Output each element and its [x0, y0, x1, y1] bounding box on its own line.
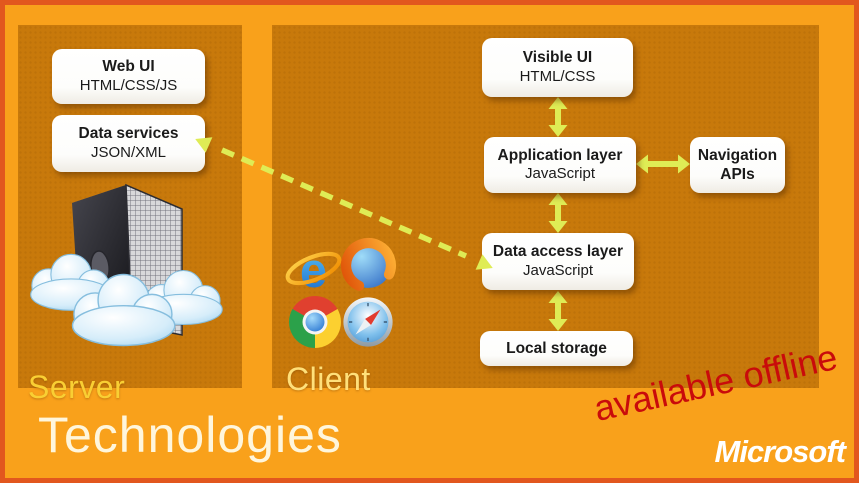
arrow-applayer-navapis-icon	[636, 154, 690, 174]
box-title: Application layer	[497, 146, 623, 164]
box-title: Navigation APIs	[697, 146, 778, 183]
box-subtitle: JavaScript	[524, 165, 596, 183]
box-application-layer: Application layer JavaScript	[484, 137, 636, 193]
box-title: Data services	[78, 125, 179, 143]
server-panel: Web UI HTML/CSS/JS Data services JSON/XM…	[18, 25, 242, 405]
arrow-dataaccess-localstorage-icon	[548, 291, 568, 331]
box-title: Data access layer	[492, 243, 624, 261]
box-title: Local storage	[506, 339, 607, 357]
firefox-icon	[341, 238, 396, 293]
client-panel-label: Client	[286, 361, 371, 397]
client-panel: Visible UI HTML/CSS Application layer Ja…	[272, 25, 819, 397]
box-data-access-layer: Data access layer JavaScript	[482, 233, 634, 290]
box-navigation-apis: Navigation APIs	[690, 137, 785, 193]
slide-title: Technologies	[38, 407, 342, 463]
microsoft-logo: Microsoft	[714, 434, 846, 469]
box-title: Visible UI	[522, 49, 593, 67]
arrow-applayer-dataaccess-icon	[548, 193, 568, 233]
box-subtitle: JSON/XML	[90, 143, 166, 161]
box-local-storage: Local storage	[480, 331, 633, 366]
box-title: Web UI	[102, 58, 155, 76]
svg-text:e: e	[300, 244, 327, 298]
box-subtitle: HTML/CSS	[519, 67, 596, 85]
safari-icon	[343, 297, 393, 347]
box-web-ui: Web UI HTML/CSS/JS	[52, 49, 205, 104]
server-panel-label: Server	[28, 369, 126, 405]
box-visible-ui: Visible UI HTML/CSS	[482, 38, 633, 97]
internet-explorer-icon: e	[285, 244, 342, 298]
chrome-icon	[289, 296, 341, 348]
box-data-services: Data services JSON/XML	[52, 115, 205, 172]
server-cloud-icon	[30, 183, 223, 347]
box-subtitle: JavaScript	[522, 261, 594, 279]
arrow-visibleui-applayer-icon	[548, 97, 568, 137]
box-subtitle: HTML/CSS/JS	[79, 76, 178, 94]
